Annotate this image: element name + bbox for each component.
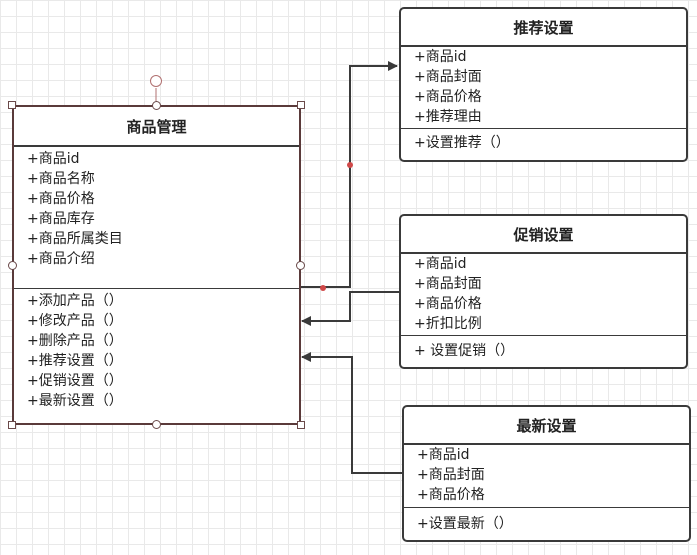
class-latest-settings-title: 最新设置: [404, 407, 689, 445]
resize-handle-top-right[interactable]: [297, 101, 305, 109]
class-product-management-title: 商品管理: [14, 107, 299, 147]
resize-handle-right[interactable]: [296, 261, 305, 270]
class-latest-settings[interactable]: 最新设置 +商品id +商品封面 +商品价格 +设置最新（）: [402, 405, 691, 542]
attribute-row: +商品价格: [417, 487, 485, 503]
class-recommend-settings-attributes: +商品id +商品封面 +商品价格 +推荐理由: [401, 47, 686, 129]
resize-handle-bottom[interactable]: [152, 420, 161, 429]
attribute-row: +商品价格: [414, 296, 482, 312]
method-row: +最新设置（）: [27, 393, 123, 409]
attribute-row: +商品封面: [417, 467, 485, 483]
rotation-handle[interactable]: [150, 75, 162, 87]
attribute-row: +商品价格: [414, 89, 482, 105]
connector-waypoint[interactable]: [320, 285, 326, 291]
connector-waypoint[interactable]: [347, 162, 353, 168]
resize-handle-bottom-left[interactable]: [8, 421, 16, 429]
method-row: + 设置促销（）: [414, 343, 515, 359]
attribute-row: +商品封面: [414, 276, 482, 292]
attribute-row: +商品价格: [27, 191, 95, 207]
method-row: +设置推荐（）: [414, 135, 510, 151]
connector-product-to-recommend[interactable]: [300, 61, 398, 288]
attribute-row: +推荐理由: [414, 109, 482, 125]
attribute-row: +商品库存: [27, 211, 95, 227]
class-promotion-settings[interactable]: 促销设置 +商品id +商品封面 +商品价格 +折扣比例 + 设置促销（）: [399, 214, 688, 369]
class-product-management[interactable]: 商品管理 +商品id +商品名称 +商品价格 +商品库存 +商品所属类目 +商品…: [12, 105, 301, 425]
class-recommend-settings-title: 推荐设置: [401, 9, 686, 47]
attribute-row: +商品id: [417, 447, 470, 463]
method-row: +促销设置（）: [27, 373, 123, 389]
class-product-management-methods: +添加产品（） +修改产品（） +删除产品（） +推荐设置（） +促销设置（） …: [14, 289, 299, 413]
attribute-row: +折扣比例: [414, 316, 482, 332]
class-promotion-settings-methods: + 设置促销（）: [401, 336, 686, 363]
class-recommend-settings[interactable]: 推荐设置 +商品id +商品封面 +商品价格 +推荐理由 +设置推荐（）: [399, 7, 688, 162]
attribute-row: +商品id: [414, 49, 467, 65]
attribute-row: +商品介绍: [27, 251, 95, 267]
method-row: +修改产品（）: [27, 313, 123, 329]
method-row: +设置最新（）: [417, 516, 513, 532]
class-promotion-settings-title: 促销设置: [401, 216, 686, 254]
connector-promotion-to-product[interactable]: [301, 291, 400, 326]
class-product-management-attributes: +商品id +商品名称 +商品价格 +商品库存 +商品所属类目 +商品介绍: [14, 147, 299, 289]
attribute-row: +商品id: [414, 256, 467, 272]
attribute-row: +商品所属类目: [27, 231, 123, 247]
class-recommend-settings-methods: +设置推荐（）: [401, 129, 686, 155]
attribute-row: +商品名称: [27, 171, 95, 187]
attribute-row: +商品封面: [414, 69, 482, 85]
class-latest-settings-methods: +设置最新（）: [404, 508, 689, 536]
resize-handle-left[interactable]: [8, 261, 17, 270]
class-promotion-settings-attributes: +商品id +商品封面 +商品价格 +折扣比例: [401, 254, 686, 336]
resize-handle-top[interactable]: [152, 101, 161, 110]
connector-latest-to-product[interactable]: [301, 352, 403, 474]
resize-handle-top-left[interactable]: [8, 101, 16, 109]
attribute-row: +商品id: [27, 151, 80, 167]
class-latest-settings-attributes: +商品id +商品封面 +商品价格: [404, 445, 689, 508]
resize-handle-bottom-right[interactable]: [297, 421, 305, 429]
method-row: +删除产品（）: [27, 333, 123, 349]
method-row: +添加产品（）: [27, 293, 123, 309]
method-row: +推荐设置（）: [27, 353, 123, 369]
